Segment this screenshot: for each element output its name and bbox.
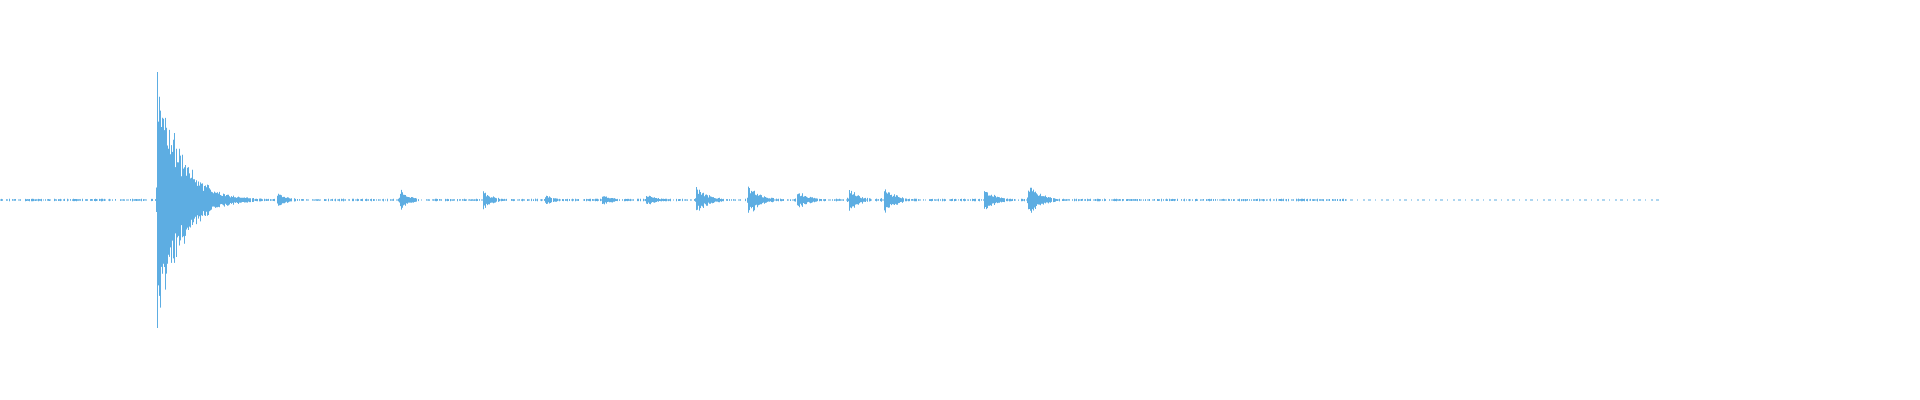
waveform-bars bbox=[1, 72, 1346, 328]
